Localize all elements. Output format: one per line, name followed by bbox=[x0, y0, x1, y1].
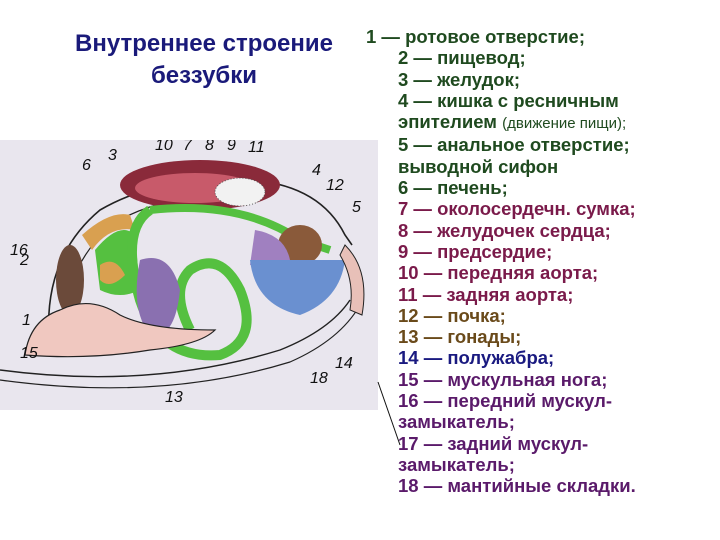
legend-item-4: 4 — кишка с ресничным bbox=[398, 89, 619, 111]
legend-item-10: 10 — передняя аорта; bbox=[398, 262, 599, 284]
label-16: 16 bbox=[10, 242, 28, 259]
label-9: 9 bbox=[227, 140, 236, 154]
label-1: 1 bbox=[22, 312, 31, 329]
legend-item-12: 12 — почка; bbox=[398, 304, 506, 326]
legend-item-3: 3 — желудок; bbox=[398, 68, 521, 90]
label-8: 8 bbox=[205, 140, 214, 154]
label-5: 5 bbox=[352, 199, 361, 216]
legend-item-17: 17 — задний мускул- bbox=[398, 432, 589, 454]
legend-item-11: 11 — задняя аорта; bbox=[398, 283, 574, 305]
label-13: 13 bbox=[165, 389, 183, 406]
label-14: 14 bbox=[335, 355, 353, 372]
legend-item-4-cont: эпителием (движение пищи); bbox=[398, 111, 627, 133]
mussel-anatomy-diagram: 16 6 3 2 1 15 10 7 8 9 11 4 12 5 13 14 1… bbox=[0, 140, 378, 410]
label-7: 7 bbox=[183, 140, 193, 154]
page-title: Внутреннее строение беззубки bbox=[44, 28, 364, 92]
legend-item-16-cont: замыкатель; bbox=[398, 411, 515, 433]
label-10: 10 bbox=[155, 140, 173, 154]
legend-item-14: 14 — полужабра; bbox=[398, 347, 555, 369]
legend-item-1: 1 — ротовое отверстие; bbox=[366, 26, 585, 47]
label-12: 12 bbox=[326, 177, 344, 194]
legend: 1 — ротовое отверстие; 2 — пищевод; 3 — … bbox=[366, 26, 636, 497]
legend-item-15: 15 — мускульная нога; bbox=[398, 368, 608, 390]
title-line-1: Внутреннее строение bbox=[75, 30, 333, 57]
legend-item-2: 2 — пищевод; bbox=[398, 47, 526, 69]
label-6: 6 bbox=[82, 157, 91, 174]
legend-item-8: 8 — желудочек сердца; bbox=[398, 219, 611, 241]
legend-item-5-cont: выводной сифон bbox=[398, 155, 559, 177]
label-2: 2 bbox=[19, 252, 29, 269]
legend-item-9: 9 — предсердие; bbox=[398, 240, 553, 262]
legend-item-16: 16 — передний мускул- bbox=[398, 390, 612, 412]
legend-item-18: 18 — мантийные складки. bbox=[398, 475, 636, 497]
legend-item-5: 5 — анальное отверстие; bbox=[398, 134, 630, 156]
legend-item-6: 6 — печень; bbox=[398, 177, 508, 199]
label-4: 4 bbox=[312, 162, 321, 179]
legend-item-7: 7 — околосердечн. сумка; bbox=[398, 198, 636, 220]
label-15: 15 bbox=[20, 345, 38, 362]
leader-line bbox=[377, 381, 401, 446]
title-line-2: беззубки bbox=[150, 62, 258, 89]
label-11: 11 bbox=[248, 140, 265, 156]
label-18: 18 bbox=[310, 370, 328, 387]
legend-item-17-cont: замыкатель; bbox=[398, 453, 515, 475]
label-3: 3 bbox=[108, 147, 117, 164]
legend-item-13: 13 — гонады; bbox=[398, 326, 522, 348]
